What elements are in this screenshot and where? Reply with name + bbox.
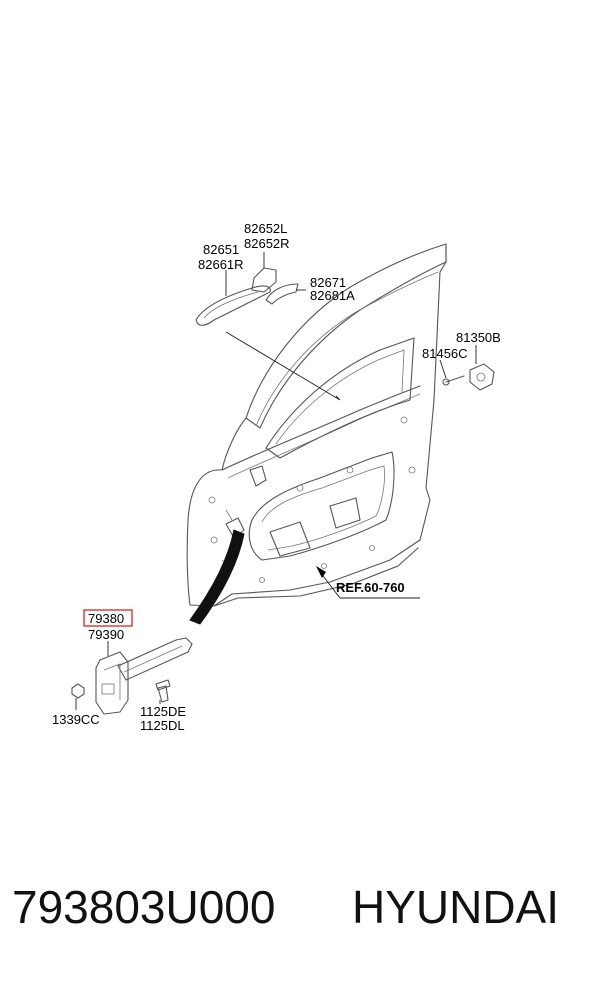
ref-arrow-head xyxy=(316,566,326,578)
label-79380: 79380 xyxy=(88,611,124,626)
label-ref-60-760: REF.60-760 xyxy=(336,580,405,595)
caption-bar: 793803U000 HYUNDAI xyxy=(0,872,600,952)
label-81456c: 81456C xyxy=(422,346,468,361)
door-checker xyxy=(71,529,245,715)
part-number-text: 793803U000 xyxy=(12,881,276,933)
leader-lines xyxy=(75,252,477,710)
label-82651: 82651 xyxy=(203,242,239,257)
label-1125de: 1125DE xyxy=(140,704,186,719)
checker-strap xyxy=(189,529,245,625)
label-1339cc: 1339CC xyxy=(52,712,100,727)
label-82661r: 82661R xyxy=(198,257,244,272)
label-82681a: 82681A xyxy=(310,288,355,303)
label-79390: 79390 xyxy=(88,627,124,642)
label-81350b: 81350B xyxy=(456,330,501,345)
label-82652l: 82652L xyxy=(244,221,287,236)
highlight-box xyxy=(83,609,133,627)
label-82671: 82671 xyxy=(310,275,346,290)
door-striker xyxy=(442,363,495,391)
callout-labels: 82652L 82652R 82651 82661R 82671 82681A … xyxy=(52,221,501,733)
front-door-panel xyxy=(186,243,447,607)
outside-handle xyxy=(195,267,299,326)
label-82652r: 82652R xyxy=(244,236,290,251)
brand-text: HYUNDAI xyxy=(352,881,560,933)
label-1125dl: 1125DL xyxy=(140,718,185,733)
